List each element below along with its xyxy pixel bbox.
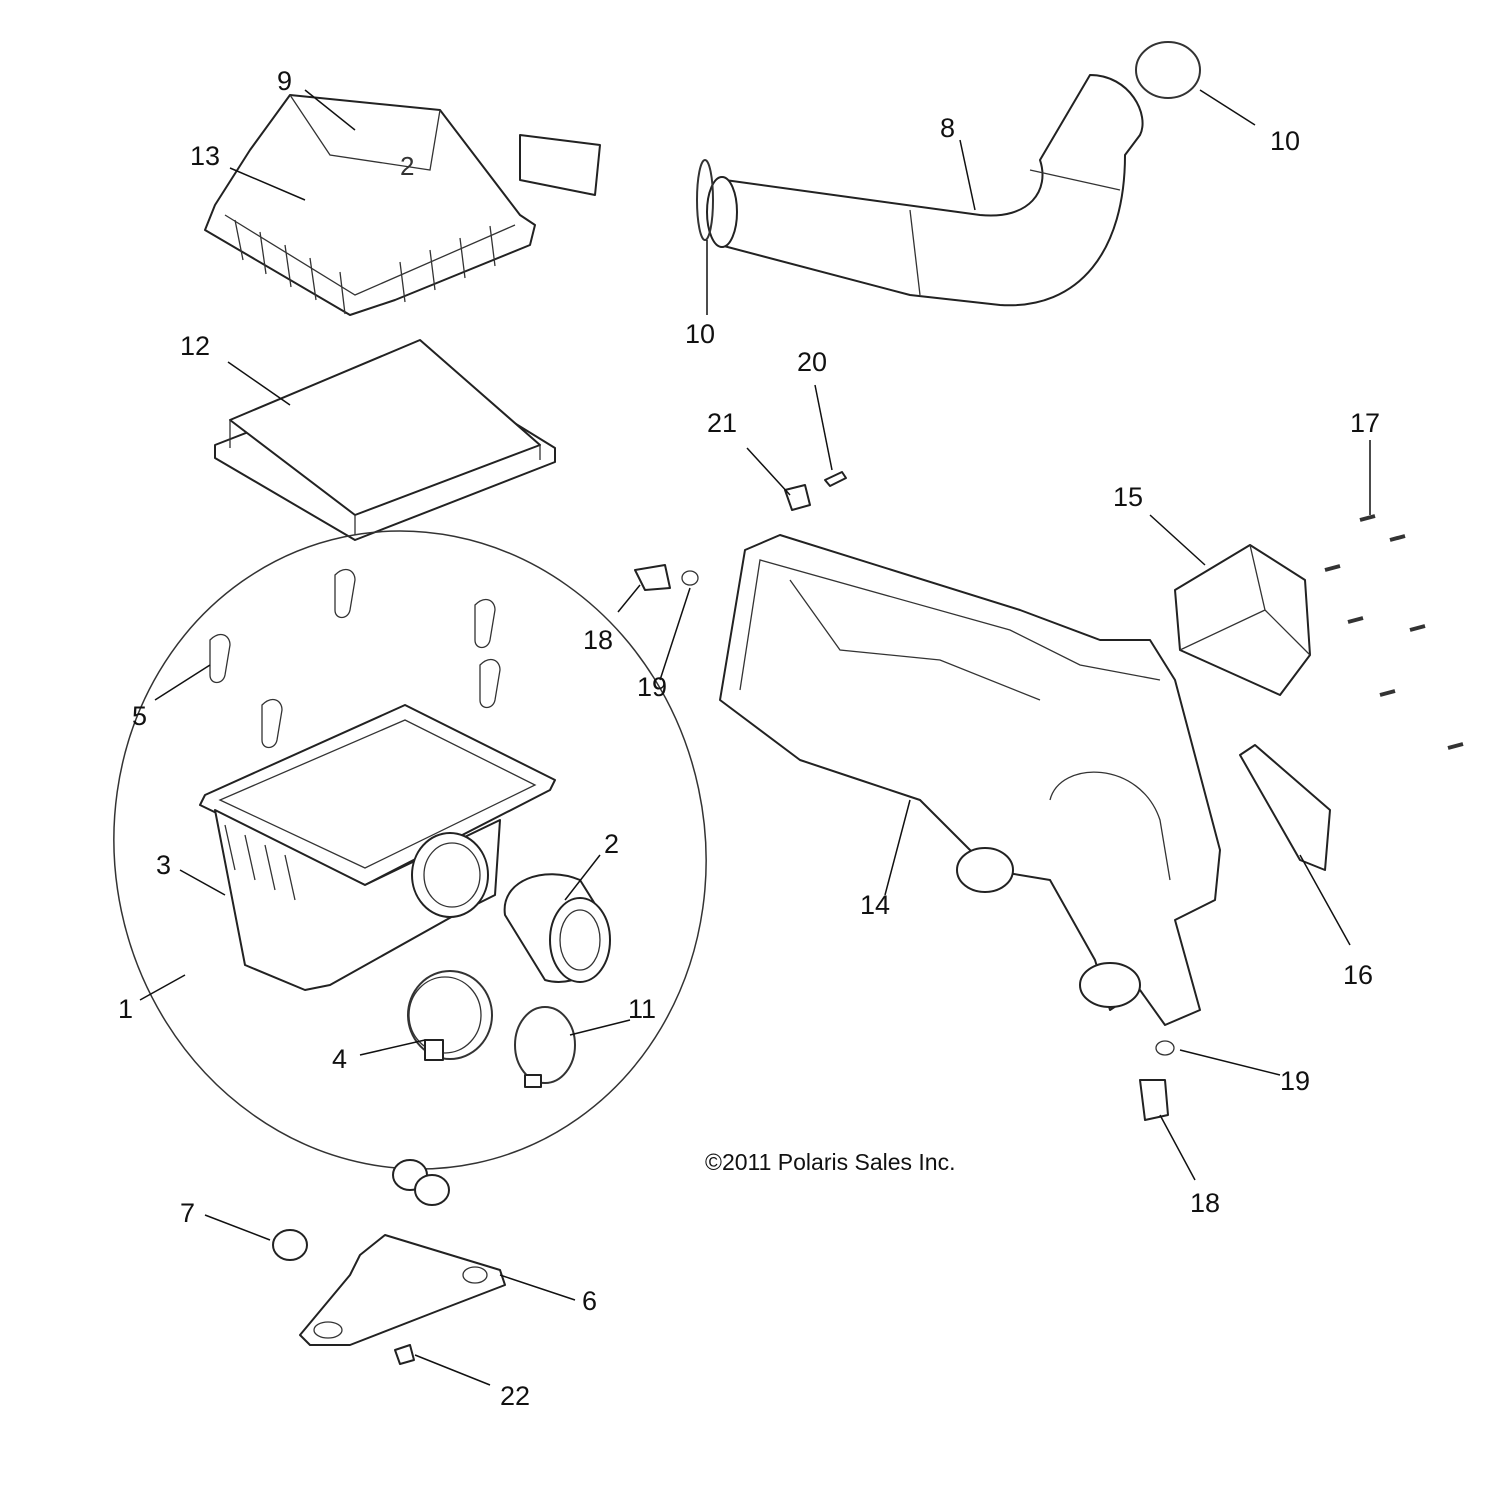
airbox-cover: 2 — [204, 94, 601, 316]
callout-13: 13 — [190, 141, 220, 171]
hose-clamps-lower — [407, 970, 576, 1088]
callout-19-lower: 19 — [1280, 1066, 1310, 1096]
callout-15: 15 — [1113, 482, 1143, 512]
mounting-bracket — [272, 1159, 506, 1365]
filter-panel — [1239, 744, 1331, 871]
callout-19-upper: 19 — [637, 672, 667, 702]
callout-16: 16 — [1343, 960, 1373, 990]
callout-18-lower: 18 — [1190, 1188, 1220, 1218]
callout-20: 20 — [797, 347, 827, 377]
air-filter — [214, 339, 556, 541]
callout-11: 11 — [628, 994, 656, 1024]
small-fittings — [634, 471, 1175, 1121]
airbox-base — [199, 704, 556, 991]
callout-18-upper: 18 — [583, 625, 613, 655]
assembly-boundary — [113, 530, 707, 1170]
cover-embossed-mark: 2 — [400, 151, 414, 181]
callout-10-right: 10 — [1270, 126, 1300, 156]
hose-clamps-upper — [696, 41, 1201, 241]
callout-22: 22 — [500, 1381, 530, 1411]
pre-filter — [1174, 544, 1311, 696]
callout-17: 17 — [1350, 408, 1380, 438]
callout-1: 1 — [118, 994, 133, 1024]
callout-10-left: 10 — [685, 319, 715, 349]
copyright-notice: ©2011 Polaris Sales Inc. — [705, 1149, 955, 1175]
callout-5: 5 — [132, 701, 147, 731]
callout-12: 12 — [180, 331, 210, 361]
callout-21: 21 — [707, 408, 737, 438]
callout-6: 6 — [582, 1286, 597, 1316]
intake-boot — [503, 873, 611, 983]
intake-housing — [719, 534, 1221, 1026]
callout-3: 3 — [156, 850, 171, 880]
callout-2: 2 — [604, 829, 619, 859]
callout-9: 9 — [277, 66, 292, 96]
callout-labels: 9 13 12 8 10 10 20 21 17 15 18 19 5 2 3 … — [118, 66, 1380, 1411]
screws — [1324, 514, 1464, 750]
callout-4: 4 — [332, 1044, 347, 1074]
intake-duct — [706, 74, 1144, 307]
leader-lines — [139, 89, 1371, 1386]
callout-7: 7 — [180, 1198, 195, 1228]
callout-14: 14 — [860, 890, 890, 920]
callout-8: 8 — [940, 113, 955, 143]
